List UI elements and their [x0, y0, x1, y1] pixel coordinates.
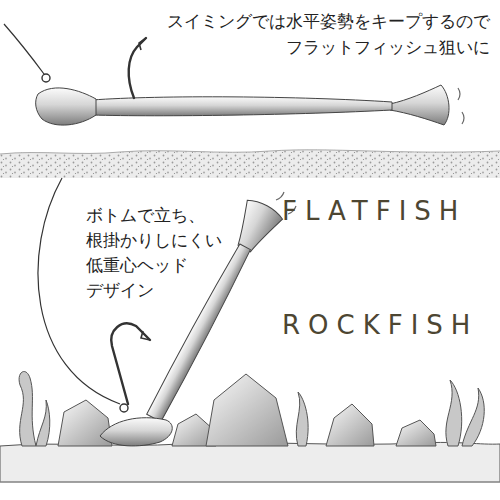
- hook-barb: [139, 38, 146, 50]
- sand-band: [0, 150, 500, 178]
- rock: [206, 374, 288, 446]
- category-label: ROCKFISH: [282, 310, 478, 340]
- hook: [129, 38, 146, 98]
- note-text: スイミングでは水平姿勢をキープするので フラットフィッシュ狙いに: [146, 8, 490, 60]
- line-eye: [42, 74, 50, 82]
- sand-grit: [0, 150, 500, 178]
- note-text: ボトムで立ち、 根掛かりしにくい 低重心ヘッド デザイン: [86, 203, 232, 303]
- seaweed: [462, 388, 484, 446]
- rock: [326, 404, 374, 446]
- seaweed: [19, 372, 36, 446]
- sea-floor: [0, 442, 500, 482]
- sand-edge: [0, 150, 500, 154]
- low-center-head: [100, 418, 172, 446]
- paddle-tail: [227, 196, 285, 258]
- category-label: FLATFISH: [282, 196, 466, 226]
- floor-edge: [0, 482, 500, 483]
- seaweed: [36, 400, 50, 446]
- jig-head: [36, 88, 96, 125]
- fishing-line: [4, 24, 44, 74]
- seaweed: [446, 380, 462, 446]
- hook-barb: [141, 331, 150, 340]
- hook: [111, 323, 150, 404]
- line-eye: [120, 404, 128, 412]
- rock: [396, 420, 436, 446]
- seaweed: [296, 392, 308, 446]
- paddle-tail: [390, 85, 449, 125]
- motion-marks: [458, 88, 464, 124]
- lure-body: [92, 97, 392, 116]
